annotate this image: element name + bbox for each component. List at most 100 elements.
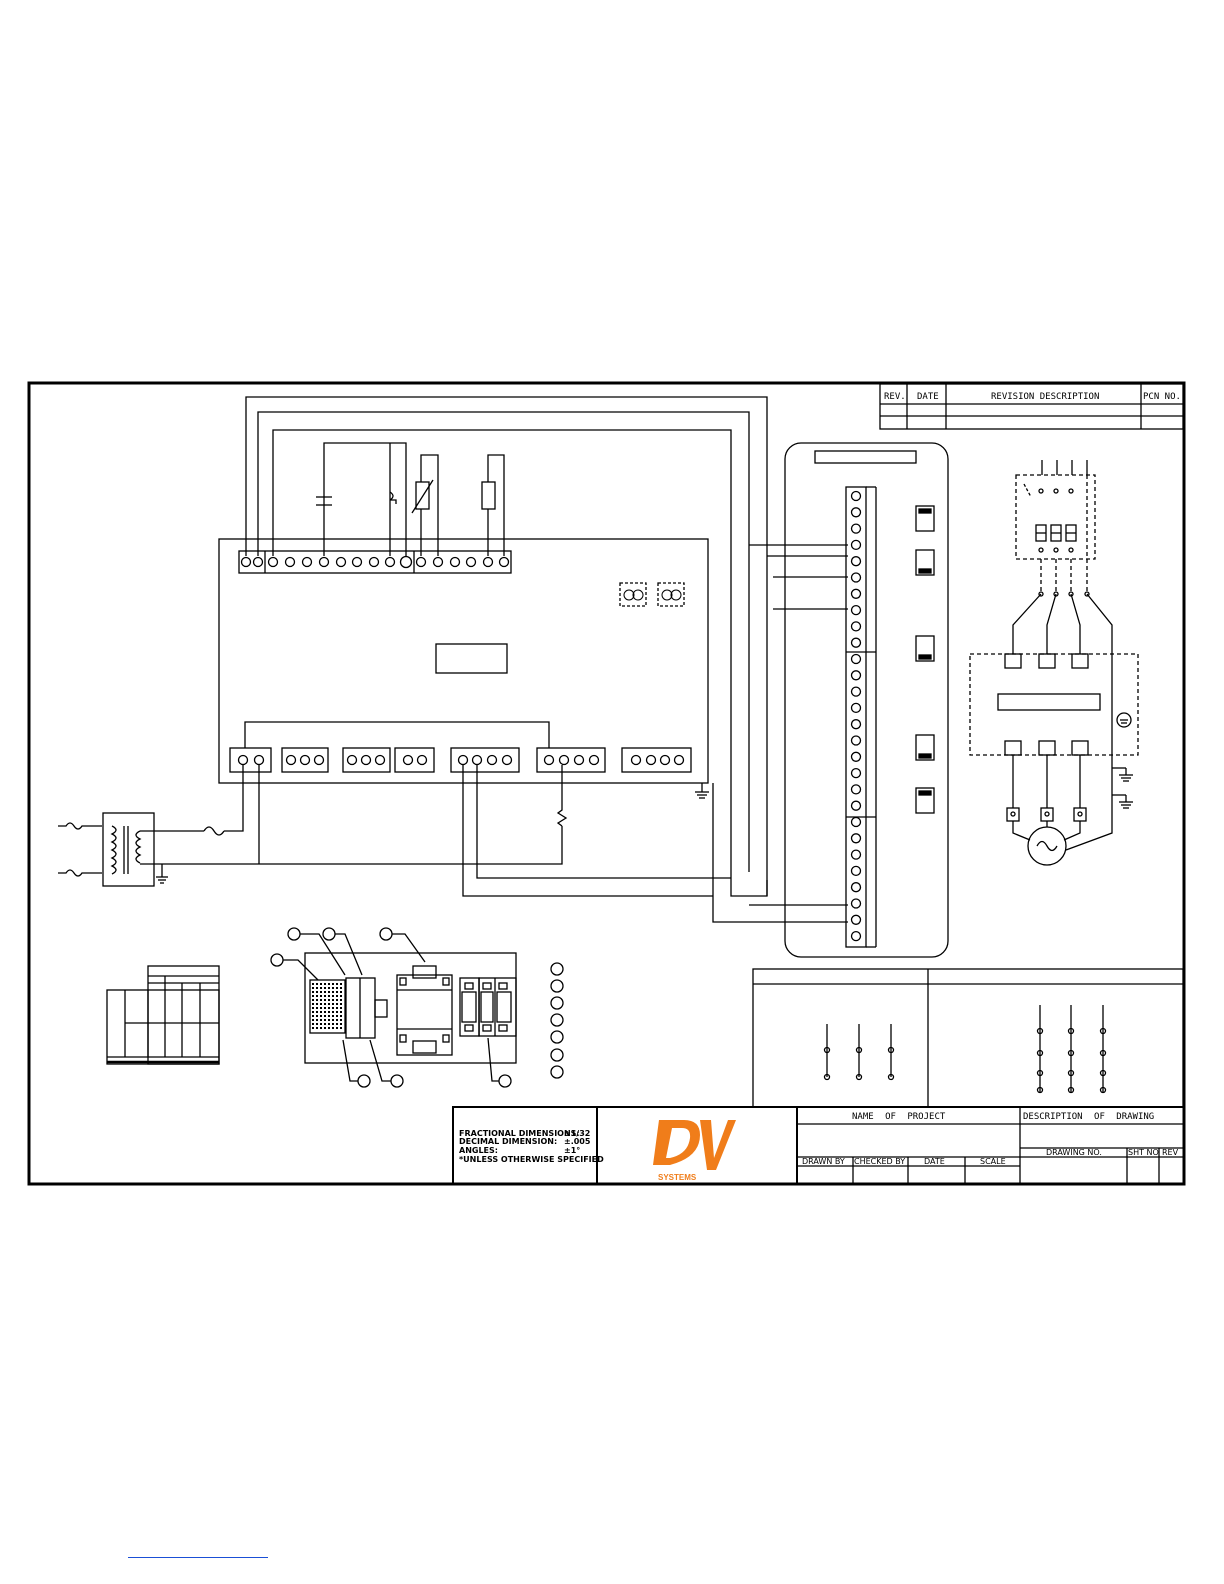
revision-block xyxy=(880,384,1183,429)
controller-board xyxy=(219,539,708,783)
terminal-screw xyxy=(852,899,861,908)
terminal-hatch xyxy=(332,1027,334,1029)
terminal-screw xyxy=(852,850,861,859)
terminal-hatch xyxy=(320,991,322,993)
tolerance-angles-label: ANGLES: xyxy=(459,1146,498,1155)
terminal-hatch xyxy=(324,1011,326,1013)
terminal-screw xyxy=(852,573,861,582)
terminal-hatch xyxy=(328,1015,330,1017)
terminal-hatch xyxy=(336,1015,338,1017)
vfd-drive xyxy=(970,654,1138,808)
terminal-panel-label xyxy=(815,451,916,463)
terminal-hatch xyxy=(328,1027,330,1029)
terminal-hatch xyxy=(340,1019,342,1021)
terminal-hatch xyxy=(336,983,338,985)
terminal-hatch xyxy=(340,1015,342,1017)
terminal-screw xyxy=(852,785,861,794)
terminal-hatch xyxy=(340,1003,342,1005)
terminal-hatch xyxy=(316,991,318,993)
terminal-hatch xyxy=(316,1015,318,1017)
board-display xyxy=(436,644,507,673)
terminal-hatch xyxy=(328,1007,330,1009)
terminal-screw xyxy=(852,915,861,924)
terminal-hatch xyxy=(320,1011,322,1013)
drawn-by-label: DRAWN BY xyxy=(802,1157,845,1166)
terminal-hatch xyxy=(320,983,322,985)
company-logo xyxy=(653,1120,736,1170)
terminal-screw xyxy=(852,932,861,941)
terminal-hatch xyxy=(336,1027,338,1029)
terminal-screw xyxy=(852,801,861,810)
sht-no-label: SHT NO xyxy=(1128,1148,1159,1157)
terminal-hatch xyxy=(336,1023,338,1025)
terminal-screw xyxy=(852,508,861,517)
terminal-hatch xyxy=(312,999,314,1001)
terminal-hatch xyxy=(332,991,334,993)
terminal-hatch xyxy=(320,1015,322,1017)
description-of-drawing-label: DESCRIPTION OF DRAWING xyxy=(1023,1112,1154,1122)
terminal-screw xyxy=(852,703,861,712)
terminal-hatch xyxy=(336,999,338,1001)
terminal-hatch xyxy=(312,1023,314,1025)
disconnect-switch xyxy=(1013,460,1112,850)
terminal-hatch xyxy=(320,999,322,1001)
terminal-hatch xyxy=(340,983,342,985)
terminal-hatch xyxy=(324,1023,326,1025)
date-label: DATE xyxy=(924,1157,945,1166)
terminal-hatch xyxy=(312,1027,314,1029)
terminal-hatch xyxy=(336,1019,338,1021)
terminal-screw xyxy=(852,720,861,729)
terminal-hatch xyxy=(340,991,342,993)
terminal-screw xyxy=(852,671,861,680)
terminal-hatch xyxy=(320,1019,322,1021)
terminal-hatch xyxy=(312,983,314,985)
terminal-hatch xyxy=(320,1007,322,1009)
terminal-hatch xyxy=(332,1019,334,1021)
terminal-screw xyxy=(852,687,861,696)
rev-label: REV xyxy=(1162,1148,1179,1157)
terminal-screw xyxy=(852,752,861,761)
terminal-hatch xyxy=(324,1015,326,1017)
terminal-screw xyxy=(852,557,861,566)
component-layout xyxy=(305,953,516,1063)
rev-header: REV. xyxy=(884,392,906,402)
terminal-screw xyxy=(852,492,861,501)
terminal-hatch xyxy=(328,1019,330,1021)
terminal-hatch xyxy=(316,1019,318,1021)
tolerance-decimal-value: ±.005 xyxy=(564,1137,591,1146)
terminal-hatch xyxy=(312,1007,314,1009)
terminal-hatch xyxy=(316,999,318,1001)
terminal-hatch xyxy=(312,1003,314,1005)
tolerance-decimal-label: DECIMAL DIMENSION: xyxy=(459,1137,557,1146)
panel-switches xyxy=(916,506,934,813)
terminal-hatch xyxy=(312,995,314,997)
terminal-screw xyxy=(852,622,861,631)
terminal-screw xyxy=(852,655,861,664)
terminal-hatch xyxy=(328,991,330,993)
terminal-hatch xyxy=(328,1011,330,1013)
terminal-hatch xyxy=(324,991,326,993)
terminal-screw xyxy=(852,866,861,875)
terminal-hatch xyxy=(328,1023,330,1025)
terminal-strip-right xyxy=(846,487,876,947)
terminal-hatch xyxy=(332,1015,334,1017)
terminal-hatch xyxy=(316,1003,318,1005)
terminal-hatch xyxy=(340,1023,342,1025)
terminal-screw xyxy=(852,834,861,843)
footer-link-underline[interactable] xyxy=(128,1557,268,1558)
terminal-hatch xyxy=(320,1023,322,1025)
terminal-hatch xyxy=(324,999,326,1001)
terminal-hatch xyxy=(336,991,338,993)
terminal-hatch xyxy=(324,983,326,985)
lower-field-wiring xyxy=(463,765,848,922)
logo-subtitle: SYSTEMS xyxy=(658,1173,697,1182)
terminal-screw xyxy=(852,883,861,892)
terminal-hatch xyxy=(316,1011,318,1013)
terminal-hatch xyxy=(336,987,338,989)
terminal-hatch xyxy=(312,987,314,989)
terminal-hatch xyxy=(316,1007,318,1009)
terminal-hatch xyxy=(320,1003,322,1005)
drawing-no-label: DRAWING NO. xyxy=(1046,1148,1102,1157)
terminal-hatch xyxy=(316,995,318,997)
